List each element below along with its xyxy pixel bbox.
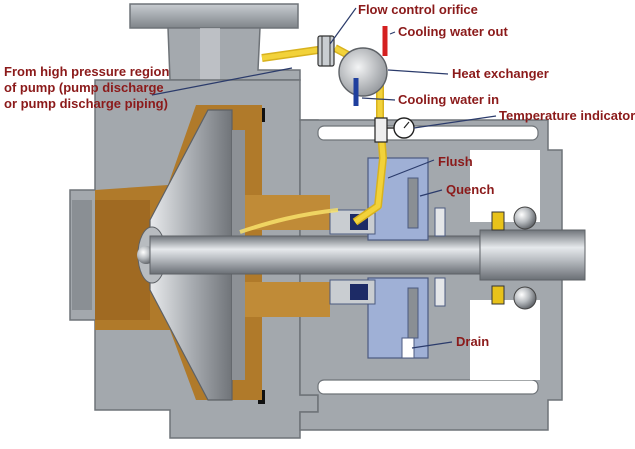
leader-cooling-water-out xyxy=(389,31,396,35)
leader-high-pressure-source xyxy=(151,67,293,96)
label-flush: Flush xyxy=(438,154,473,169)
label-heat-exchanger: Heat exchanger xyxy=(452,66,549,81)
bearings xyxy=(491,206,537,310)
label-group: Flow control orifice Cooling water out H… xyxy=(4,2,635,349)
label-cooling-water-in: Cooling water in xyxy=(398,92,499,107)
label-high-pressure-line-3: or pump discharge piping) xyxy=(4,96,168,111)
leader-drain xyxy=(411,341,453,349)
flow-control-orifice xyxy=(317,35,335,67)
leader-flow-control-orifice xyxy=(329,7,357,45)
label-drain: Drain xyxy=(456,334,489,349)
label-cooling-water-out: Cooling water out xyxy=(398,24,508,39)
label-high-pressure-line-2: of pump (pump discharge xyxy=(4,80,164,95)
leader-temperature-indicator xyxy=(413,115,497,129)
leader-flush xyxy=(387,159,435,179)
label-high-pressure-line-1: From high pressure region xyxy=(4,64,169,79)
seal-gland xyxy=(329,157,446,359)
leader-quench xyxy=(419,189,443,197)
leader-cooling-water-in xyxy=(361,97,396,101)
heat-exchanger xyxy=(338,26,388,106)
label-flow-control-orifice: Flow control orifice xyxy=(358,2,478,17)
label-quench: Quench xyxy=(446,182,494,197)
label-temperature-indicator: Temperature indicator xyxy=(499,108,635,123)
pump-shaft xyxy=(149,229,586,281)
leader-heat-exchanger xyxy=(387,69,449,75)
temperature-indicator xyxy=(374,117,415,143)
leader-lines xyxy=(151,7,497,349)
